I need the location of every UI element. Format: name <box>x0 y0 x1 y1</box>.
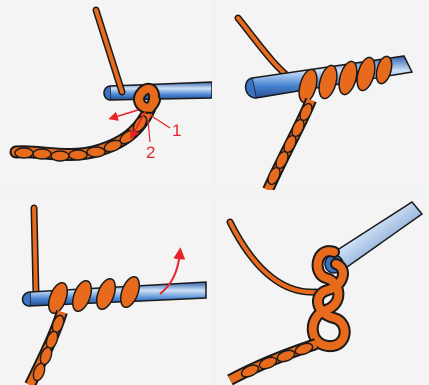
step-1-panel: 1 2 <box>0 0 212 190</box>
step-1-illustration: 1 2 <box>0 0 212 190</box>
yarn-strand-icon <box>34 208 36 294</box>
yarn-loop-icon <box>296 55 395 105</box>
chain-stitches-icon <box>266 100 315 190</box>
step-2-illustration <box>216 0 429 190</box>
step-4-illustration <box>216 194 429 385</box>
yarn-strand-icon <box>96 10 122 92</box>
yarn-strand-icon <box>230 222 316 292</box>
step-4-panel <box>216 194 429 385</box>
chain-stitches-icon <box>30 312 66 385</box>
callout-2: 2 <box>146 143 155 162</box>
step-2-panel <box>216 0 429 190</box>
chain-stitches-icon <box>15 108 150 161</box>
step-3-illustration <box>0 194 212 385</box>
step-3-panel <box>0 194 212 385</box>
callout-1: 1 <box>172 121 181 140</box>
chain-stitches-icon <box>230 341 316 380</box>
